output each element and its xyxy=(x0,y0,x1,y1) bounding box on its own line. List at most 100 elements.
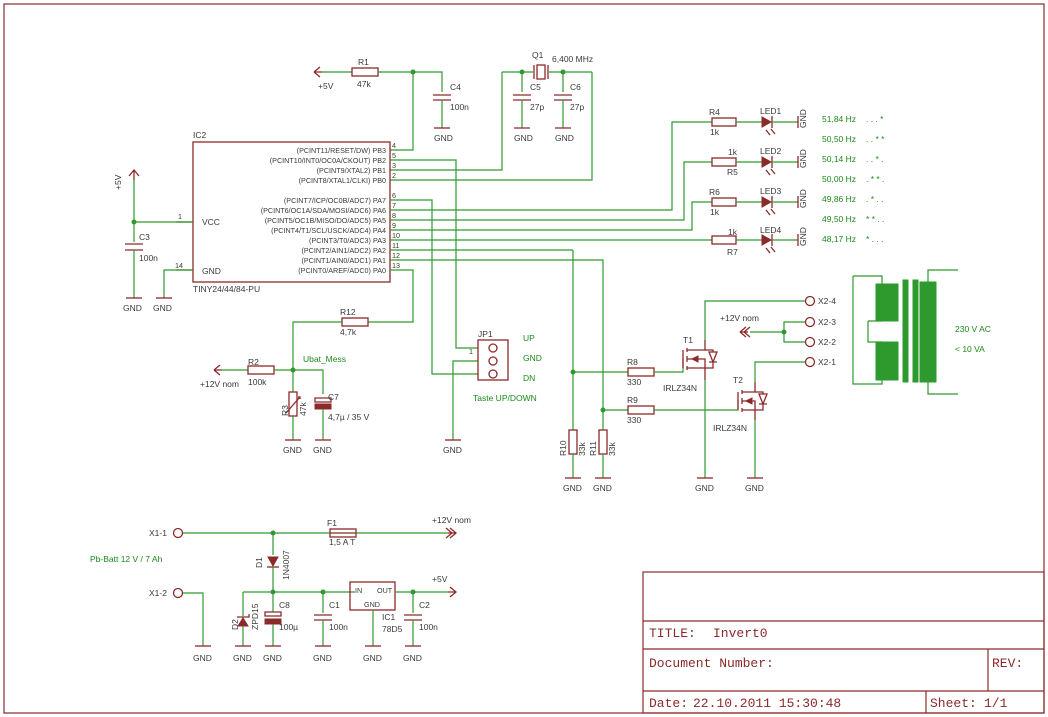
ubat-label: Ubat_Mess xyxy=(303,354,346,364)
battery-sense: R12 4,7k Ubat_Mess R2 100k +12V nom R3 4… xyxy=(200,269,414,455)
d1-value: 1N4007 xyxy=(281,550,291,580)
r4-label: R4 xyxy=(709,107,720,117)
ic2-pin-label: (PCINT7/ICP/OC0B/ADC7) PA7 xyxy=(284,196,386,205)
frequency-value: 50,50 Hz xyxy=(822,134,856,144)
d2-label: D2 xyxy=(230,619,240,630)
ic2-pin-number: 5 xyxy=(392,151,396,160)
ic1-out: OUT xyxy=(377,586,393,595)
x12-label: X1-2 xyxy=(149,588,167,598)
frequency-code: . . . * xyxy=(866,114,884,124)
gnd-r10: GND xyxy=(563,483,582,493)
frequency-value: 49,86 Hz xyxy=(822,194,856,204)
gnd-c6: GND xyxy=(555,133,574,143)
frequency-value: 50,00 Hz xyxy=(822,174,856,184)
ic1-in: IN xyxy=(355,586,362,595)
gnd-ic2: GND xyxy=(153,303,172,313)
jp1-dn: DN xyxy=(523,373,535,383)
r11-value: 33k xyxy=(607,442,617,456)
c8-label: C8 xyxy=(279,600,290,610)
r9-value: 330 xyxy=(627,415,641,425)
c3-label: C3 xyxy=(139,232,150,242)
r7-label: R7 xyxy=(727,247,738,257)
c2-label: C2 xyxy=(419,600,430,610)
x22-label: X2-2 xyxy=(818,337,836,347)
ic2-pin-gnd: 14 xyxy=(175,261,183,270)
power-supply: X1-1 X1-2 Pb-Batt 12 V / 7 Ah F1 1,5 A T… xyxy=(90,515,471,663)
r8-label: R8 xyxy=(627,357,638,367)
ic2-pin-label: (PCINT8/XTAL1/CLKI) PB0 xyxy=(299,176,386,185)
led1-label: LED1 xyxy=(760,106,782,116)
docnum-label: Document Number: xyxy=(649,656,774,671)
jp1-gnd: GND xyxy=(523,353,542,363)
gnd-c3: GND xyxy=(123,303,142,313)
plus12v-f: +12V nom xyxy=(432,515,471,525)
c5-label: C5 xyxy=(530,82,541,92)
ic2-pin-number: 13 xyxy=(392,261,400,270)
title-value: Invert0 xyxy=(713,626,768,641)
led-section: R4 1k LED1 GND 1k R5 LED2 GND R6 1k LED3… xyxy=(390,106,885,257)
sheet-label: Sheet: xyxy=(930,696,977,711)
c1-value: 100n xyxy=(329,622,348,632)
q1-label: Q1 xyxy=(532,50,544,60)
frequency-code: . * * . xyxy=(866,174,884,184)
trafo-voltage: 230 V AC xyxy=(955,324,991,334)
gnd-r3: GND xyxy=(283,445,302,455)
plus12v-r2: +12V nom xyxy=(200,379,239,389)
frequency-value: 50,14 Hz xyxy=(822,154,856,164)
gnd-t1: GND xyxy=(695,483,714,493)
r3-value: 47k xyxy=(298,402,308,416)
x21-label: X2-1 xyxy=(818,357,836,367)
ic1-label: IC1 xyxy=(382,612,396,622)
gnd-led4: GND xyxy=(798,227,808,246)
r12-label: R12 xyxy=(340,307,356,317)
ic2-pin-number: 11 xyxy=(392,241,399,250)
driver-section: R8 330 R10 33k GND R9 330 R11 33k GND T1… xyxy=(390,249,836,493)
gnd-c7: GND xyxy=(313,445,332,455)
frequency-value: 51,84 Hz xyxy=(822,114,856,124)
c2-value: 100n xyxy=(419,622,438,632)
r1-section: +5V R1 47k C4 100n GND xyxy=(313,57,469,151)
t2-value: IRLZ34N xyxy=(713,423,747,433)
crystal-section: Q1 6,400 MHz C5 27p C6 27p GND GND xyxy=(390,50,593,181)
r6-label: R6 xyxy=(709,187,720,197)
ic2-pin-label: (PCINT0/AREF/ADC0) PA0 xyxy=(298,266,386,275)
ic2-pin-label: (PCINT1/AIN0/ADC1) PA1 xyxy=(301,256,386,265)
gnd-led2: GND xyxy=(798,149,808,168)
ic2-pin-vcc: 1 xyxy=(178,212,182,221)
frequency-code: . . * * xyxy=(866,134,885,144)
r11-label: R11 xyxy=(588,441,598,456)
c5-value: 27p xyxy=(530,102,544,112)
f1-value: 1,5 A T xyxy=(329,537,355,547)
frequency-code: . * . . xyxy=(866,194,883,204)
r9-label: R9 xyxy=(627,395,638,405)
x11-label: X1-1 xyxy=(149,528,167,538)
f1-label: F1 xyxy=(327,518,337,528)
plus5v-reg: +5V xyxy=(432,574,448,584)
ic2-pin-number: 12 xyxy=(392,251,400,260)
ic2-pin-number: 7 xyxy=(392,201,396,210)
plus5v-label: +5V xyxy=(318,81,334,91)
vcc-section: +5V C3 100n GND GND xyxy=(113,168,193,313)
frequency-value: 48,17 Hz xyxy=(822,234,856,244)
c7-value: 4,7µ / 35 V xyxy=(328,412,370,422)
gnd-t2: GND xyxy=(745,483,764,493)
ic2-vcc: VCC xyxy=(202,217,220,227)
ic2-part: TINY24/44/84-PU xyxy=(193,284,260,294)
t1-value: IRLZ34N xyxy=(663,383,697,393)
frequency-code: . . * . xyxy=(866,154,883,164)
r4-value: 1k xyxy=(710,127,720,137)
r10-label: R10 xyxy=(558,440,568,456)
ic2-pin-label: (PCINT3/T0/ADC3) PA3 xyxy=(309,236,386,245)
gnd-r11: GND xyxy=(593,483,612,493)
t2-label: T2 xyxy=(733,375,743,385)
r7-value: 1k xyxy=(728,227,738,237)
c1-label: C1 xyxy=(329,600,340,610)
t1-label: T1 xyxy=(683,335,693,345)
r2-label: R2 xyxy=(248,357,259,367)
gnd-c8: GND xyxy=(263,653,282,663)
ic2-gnd: GND xyxy=(202,266,221,276)
ic2-pin-label: (PCINT10/INT0/OC0A/CKOUT) PB2 xyxy=(270,156,386,165)
c4-label: C4 xyxy=(450,82,461,92)
ic2-pin-number: 9 xyxy=(392,221,396,230)
